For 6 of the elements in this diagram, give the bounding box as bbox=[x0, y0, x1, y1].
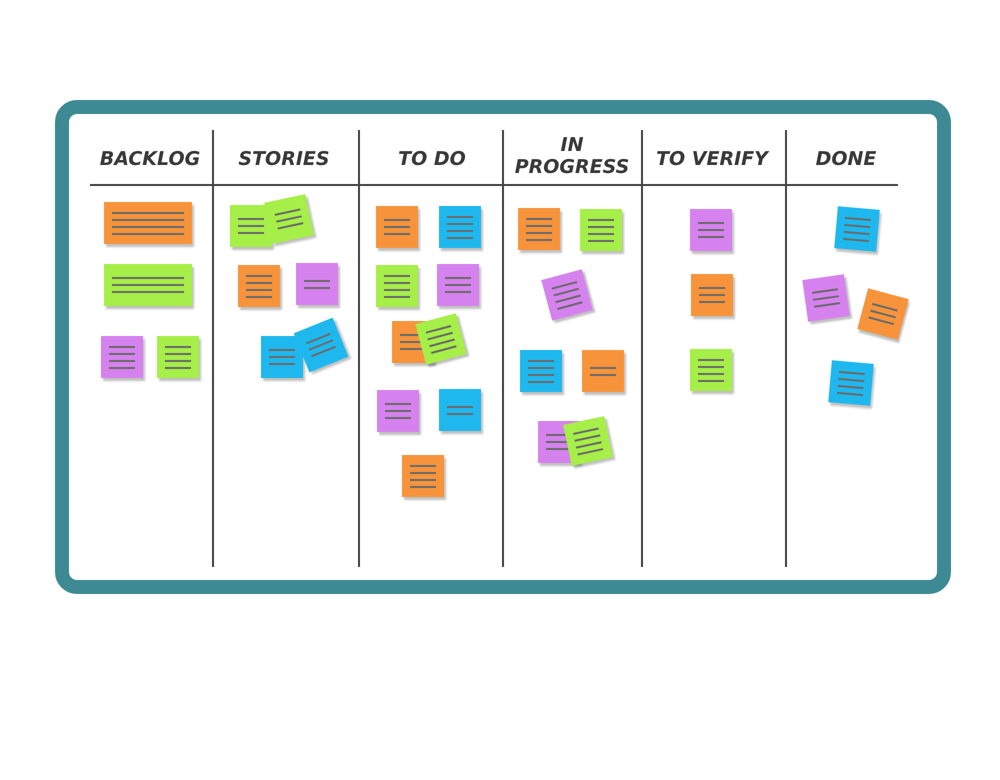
column-heading: TO DO bbox=[397, 148, 467, 170]
column-heading: IN PROGRESS bbox=[514, 134, 630, 178]
column-heading: BACKLOG bbox=[98, 148, 202, 170]
column-heading: STORIES bbox=[237, 148, 331, 170]
column-heading: DONE bbox=[814, 148, 878, 170]
column-heading: TO VERIFY bbox=[655, 148, 770, 170]
